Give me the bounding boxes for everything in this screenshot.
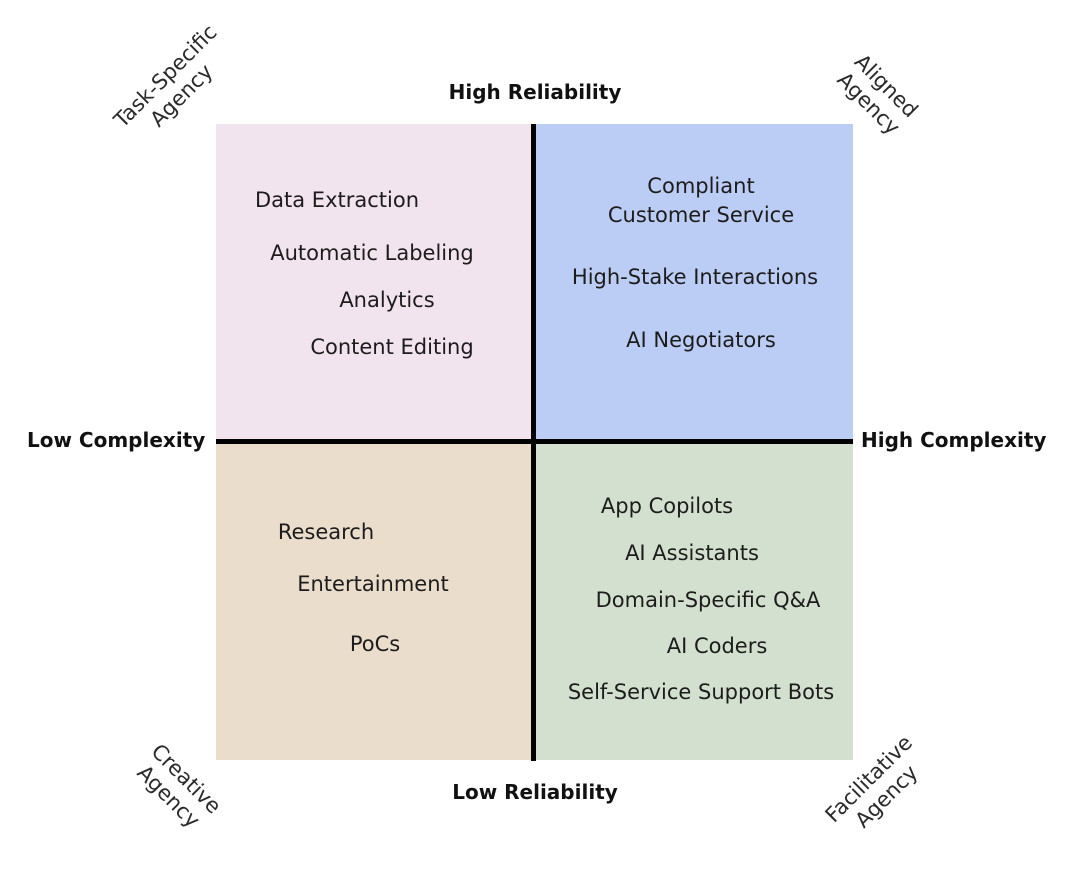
quadrant-item: PoCs (349, 632, 401, 656)
quadrant-item: Self-Service Support Bots (567, 680, 835, 704)
quadrant-item: Content Editing (310, 335, 474, 359)
quadrant-item: AI Assistants (625, 541, 759, 565)
axis-label-top: High Reliability (448, 80, 622, 104)
axis-label-bottom: Low Reliability (452, 780, 618, 804)
quadrant-item: Entertainment (297, 572, 449, 596)
quadrant-item: AI Negotiators (626, 328, 776, 352)
quadrant-item: Customer Service (607, 203, 795, 227)
axis-label-right: High Complexity (861, 428, 1047, 452)
quadrant-item: Automatic Labeling (270, 241, 474, 265)
quadrant-low-reliability-high-complexity (534, 442, 853, 760)
quadrant-item: Compliant (647, 174, 755, 198)
quadrant-item: Research (277, 520, 375, 544)
quadrant-item: High-Stake Interactions (571, 265, 819, 289)
quadrant-item: AI Coders (666, 634, 768, 658)
quadrant-item: Analytics (339, 288, 435, 312)
quadrant-item: Domain-Specific Q&A (595, 588, 821, 612)
horizontal-axis-line (216, 439, 853, 444)
quadrant-item: App Copilots (600, 494, 734, 518)
axis-label-left: Low Complexity (27, 428, 206, 452)
quadrant-low-reliability-low-complexity (216, 442, 534, 760)
quadrant-high-reliability-low-complexity (216, 124, 534, 442)
quadrant-high-reliability-high-complexity (534, 124, 853, 442)
quadrant-item: Data Extraction (254, 188, 420, 212)
